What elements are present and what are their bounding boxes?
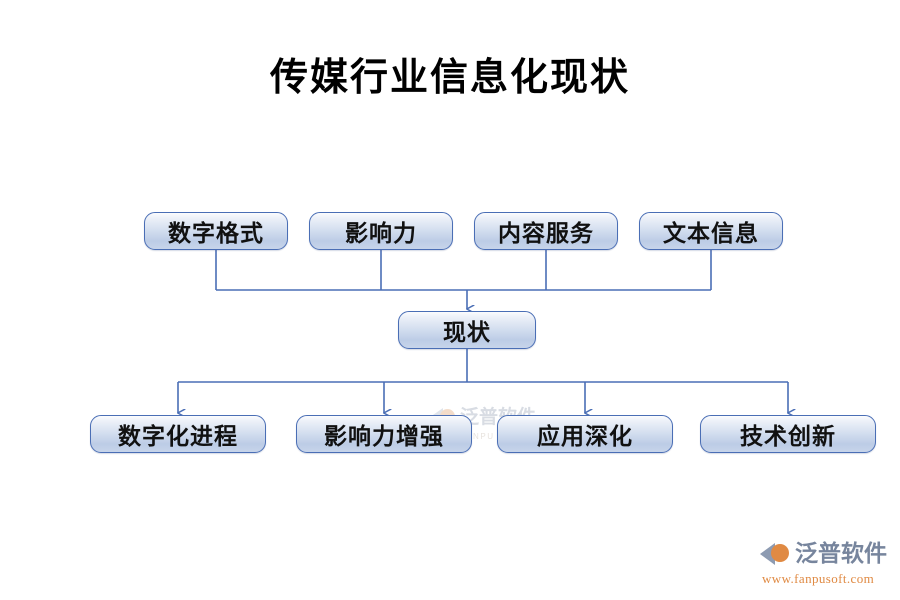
node-label: 应用深化	[537, 424, 633, 449]
node-current-status[interactable]: 现状	[398, 311, 536, 349]
node-content-service[interactable]: 内容服务	[474, 212, 618, 250]
node-label: 影响力增强	[324, 424, 444, 449]
node-technology-innovation[interactable]: 技术创新	[700, 415, 876, 453]
node-application-deepening[interactable]: 应用深化	[497, 415, 673, 453]
node-digital-format[interactable]: 数字格式	[144, 212, 288, 250]
page-title: 传媒行业信息化现状	[269, 57, 630, 99]
brand-name: 泛普软件	[795, 541, 887, 566]
node-text-information[interactable]: 文本信息	[639, 212, 783, 250]
node-label: 文本信息	[663, 221, 759, 246]
brand-logo-icon	[760, 540, 790, 567]
node-label: 现状	[443, 320, 491, 345]
node-label: 技术创新	[740, 424, 836, 449]
brand-logo: 泛普软件 www.fanpusoft.com	[760, 540, 890, 592]
brand-url: www.fanpusoft.com	[762, 571, 875, 586]
node-label: 数字格式	[168, 221, 264, 246]
node-label: 内容服务	[498, 221, 594, 246]
node-influence-enhanced[interactable]: 影响力增强	[296, 415, 472, 453]
node-digitalization-process[interactable]: 数字化进程	[90, 415, 266, 453]
node-influence[interactable]: 影响力	[309, 212, 453, 250]
node-label: 影响力	[345, 221, 417, 246]
node-label: 数字化进程	[118, 424, 238, 449]
